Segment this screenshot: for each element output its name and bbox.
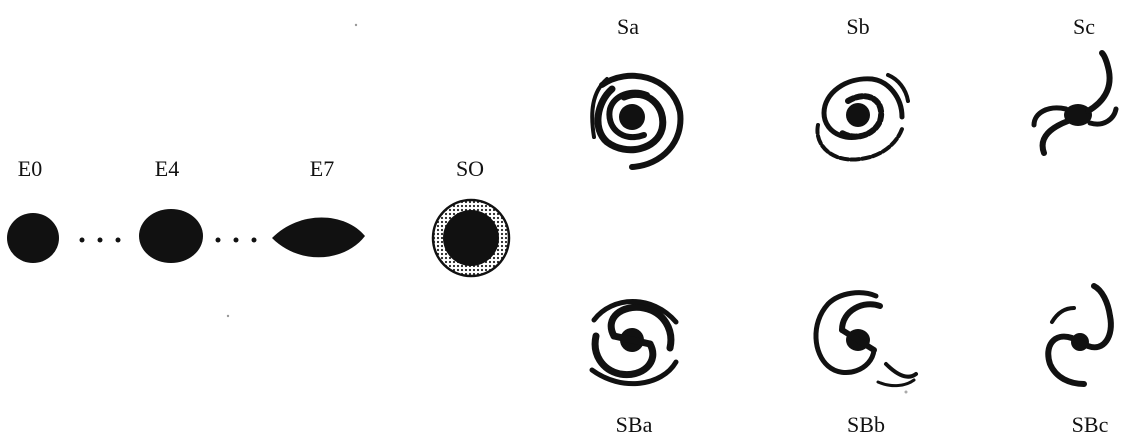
e7-galaxy-shape (272, 218, 365, 258)
sa-galaxy-shape (592, 76, 680, 167)
sb-galaxy-shape (817, 75, 908, 160)
sba-galaxy-shape (592, 302, 676, 384)
e7-label: E7 (310, 158, 334, 180)
speck (905, 391, 908, 394)
e4-label: E4 (155, 158, 179, 180)
ellipsis-dots-2 (216, 238, 257, 243)
sbb-galaxy-shape (816, 293, 916, 386)
speck (355, 24, 357, 26)
sb-label: Sb (846, 16, 869, 38)
speck (227, 315, 229, 317)
sbb-label: SBb (847, 414, 885, 436)
sbc-galaxy-shape (1048, 286, 1111, 384)
e0-label: E0 (18, 158, 42, 180)
sc-label: Sc (1073, 16, 1095, 38)
so-galaxy-shape (433, 200, 509, 276)
sc-galaxy-shape (1034, 53, 1116, 153)
e4-galaxy-shape (139, 209, 203, 263)
so-label: SO (456, 158, 484, 180)
sa-label: Sa (617, 16, 639, 38)
sba-label: SBa (616, 414, 653, 436)
sbc-label: SBc (1072, 414, 1109, 436)
e0-galaxy-shape (7, 213, 59, 263)
ellipsis-dots-1 (80, 238, 121, 243)
